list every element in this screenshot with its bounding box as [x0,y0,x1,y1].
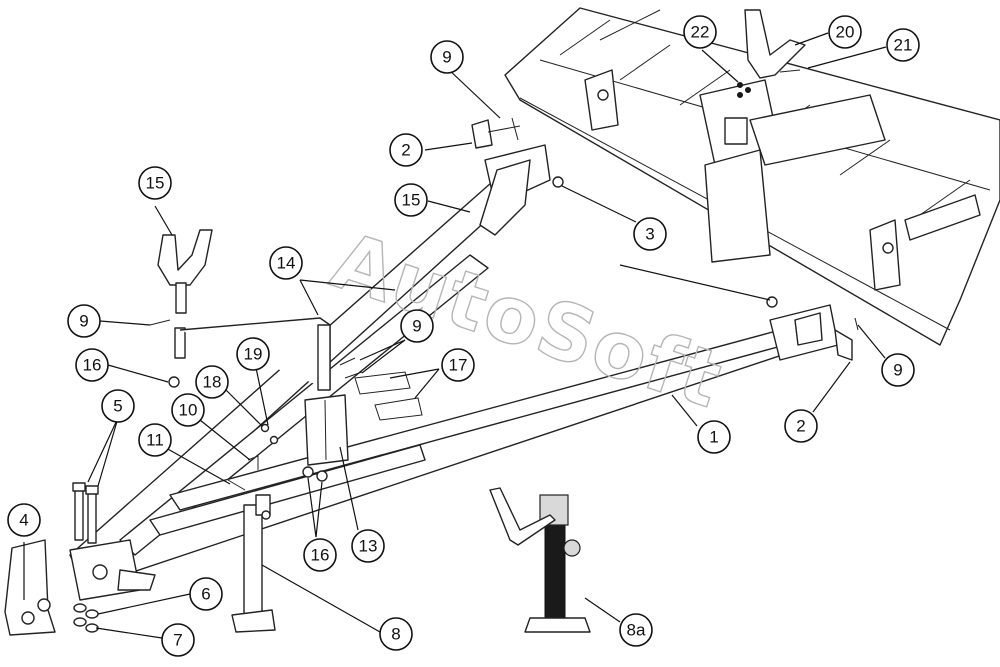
svg-text:14: 14 [277,254,296,273]
svg-text:2: 2 [796,417,805,436]
leader-lines [23,32,887,639]
svg-text:10: 10 [179,401,198,420]
svg-text:15: 15 [146,174,165,193]
svg-text:21: 21 [894,36,913,55]
svg-text:9: 9 [442,48,451,67]
svg-text:4: 4 [19,511,28,530]
small-parts [149,117,859,491]
top-link-handle [737,9,806,98]
svg-text:1: 1 [709,428,718,447]
svg-text:9: 9 [79,312,88,331]
callout-8a: 8a [619,613,653,647]
callout-2-right: 2 [784,409,818,443]
svg-text:8: 8 [391,625,400,644]
callout-9-center: 9 [400,309,434,343]
svg-text:9: 9 [412,317,421,336]
callout-18: 18 [195,365,229,399]
callout-22: 22 [683,15,717,49]
svg-text:11: 11 [146,431,164,450]
svg-text:8a: 8a [627,621,646,640]
callout-3: 3 [633,217,667,251]
callout-21: 21 [886,28,920,62]
callout-9-left: 9 [67,304,101,338]
svg-text:16: 16 [311,546,330,565]
callout-7: 7 [161,623,195,657]
callout-15-left: 15 [138,166,172,200]
svg-text:6: 6 [201,585,210,604]
svg-text:15: 15 [402,191,421,210]
callout-1: 1 [697,420,731,454]
svg-text:18: 18 [203,373,222,392]
implement-frame [504,7,1000,346]
svg-text:5: 5 [113,397,122,416]
svg-text:17: 17 [449,356,468,375]
callout-2-top: 2 [389,133,423,167]
jack [489,487,591,633]
callout-4: 4 [7,503,41,537]
brackets [304,371,423,466]
svg-text:22: 22 [691,23,710,42]
callout-13: 13 [351,529,385,563]
callout-9-right: 9 [881,353,915,387]
callout-19: 19 [236,337,270,371]
callout-15-center: 15 [394,183,428,217]
callout-11: 11 [138,423,172,457]
callout-10: 10 [171,393,205,427]
callout-6: 6 [189,577,223,611]
svg-text:20: 20 [836,23,855,42]
hitch-plate [4,539,56,636]
svg-text:16: 16 [83,356,102,375]
callout-16-left: 16 [75,348,109,382]
callout-17: 17 [441,348,475,382]
svg-text:2: 2 [401,141,410,160]
callout-8: 8 [379,617,413,651]
callout-14: 14 [269,246,303,280]
callout-20: 20 [828,15,862,49]
callout-5: 5 [101,389,135,423]
bolts-nuts [72,482,99,633]
svg-text:7: 7 [173,631,182,650]
watermark-text: AutoSoft [321,216,733,426]
hose-support [157,229,213,314]
svg-text:13: 13 [359,537,378,556]
svg-text:19: 19 [244,345,263,364]
callout-16-center: 16 [303,538,337,572]
svg-text:3: 3 [645,225,654,244]
parking-stand [231,494,276,633]
svg-text:9: 9 [893,361,902,380]
callout-9-top: 9 [430,40,464,74]
